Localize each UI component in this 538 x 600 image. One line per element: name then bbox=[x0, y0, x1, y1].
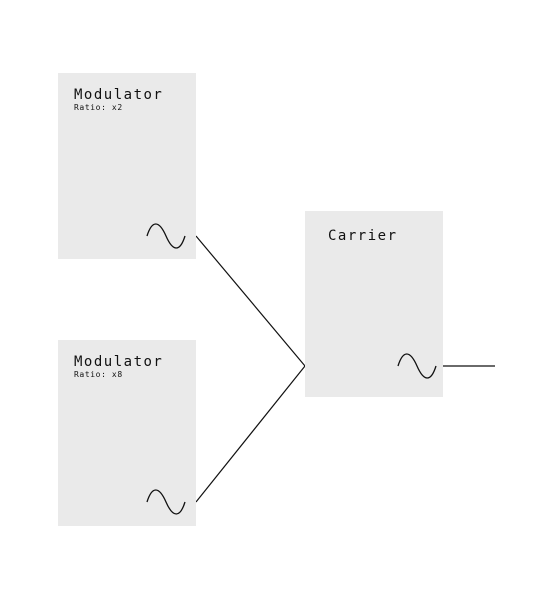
wire-modulator-bottom-to-carrier bbox=[195, 365, 306, 503]
wire-modulator-top-to-carrier bbox=[195, 235, 306, 367]
modulator-node-bottom[interactable]: Modulator Ratio: x8 bbox=[58, 340, 196, 526]
modulator-ratio: Ratio: x8 bbox=[74, 370, 123, 379]
modulator-title: Modulator bbox=[74, 87, 164, 103]
carrier-node[interactable]: Carrier bbox=[305, 211, 443, 397]
sine-wave-icon bbox=[146, 223, 186, 249]
carrier-title: Carrier bbox=[328, 228, 398, 244]
modulator-node-top[interactable]: Modulator Ratio: x2 bbox=[58, 73, 196, 259]
sine-wave-icon bbox=[146, 489, 186, 515]
modulator-ratio: Ratio: x2 bbox=[74, 103, 123, 112]
modulator-title: Modulator bbox=[74, 354, 164, 370]
sine-wave-icon bbox=[397, 353, 437, 379]
